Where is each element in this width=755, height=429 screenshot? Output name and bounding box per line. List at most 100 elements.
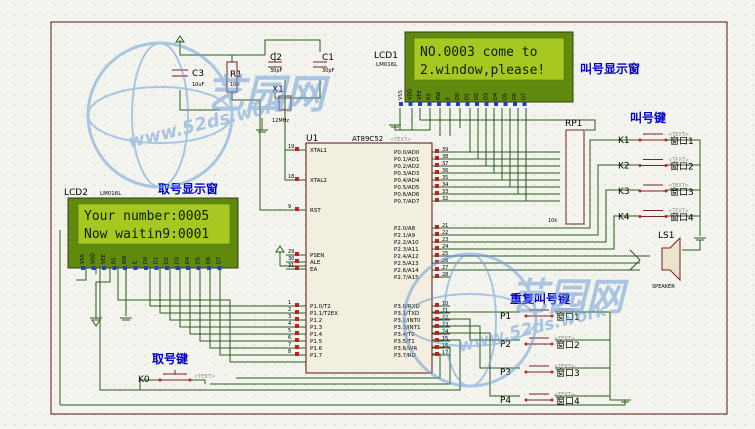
mcu-pin-marker xyxy=(295,331,299,335)
take-key-k0[interactable]: K0 <TEXT> xyxy=(138,370,215,385)
mcu-pin-marker xyxy=(435,170,439,174)
key-text-tag: <TEXT> xyxy=(668,209,689,215)
mcu-pin-name: P0.2/AD2 xyxy=(394,164,419,170)
mcu-pin-name: P2.2/A10 xyxy=(394,240,419,246)
mcu-pin-number: 4 xyxy=(288,321,291,327)
lcd-pin-label: D6 xyxy=(512,93,518,100)
mcu-pin-number: 12 xyxy=(442,315,448,321)
mcu-pin-name: P2.1/A9 xyxy=(394,233,416,239)
r1-value: 10k xyxy=(230,82,239,88)
mcu-pin-marker xyxy=(435,149,439,153)
mcu-at89c52[interactable]: U1 AT89C52 <TEXT> 19XTAL118XTAL29RST29PS… xyxy=(286,134,450,374)
key-terminal xyxy=(664,138,668,142)
resistor-r1[interactable]: R1 10k xyxy=(226,61,242,93)
mcu-pin-name: P3.2/INT0 xyxy=(394,318,421,324)
key-terminal xyxy=(524,342,528,346)
call-keys-caption: 叫号键 xyxy=(630,110,666,125)
speaker-part-name: SPEAKER xyxy=(652,284,675,290)
lcd-pin-label: RW xyxy=(122,256,128,264)
crystal-x1[interactable]: X1 12MHz xyxy=(272,85,292,124)
take-key-caption: 取号键 xyxy=(152,351,188,366)
capacitor-c2[interactable]: C2 30pF xyxy=(268,53,283,74)
mcu-pin-name: P3.6/WR xyxy=(394,346,417,352)
lcd-pin-marker xyxy=(186,266,190,270)
key-text-tag: <TEXT> xyxy=(554,308,575,314)
mcu-pin-number: 28 xyxy=(442,272,448,278)
mcu-pin-number: 1 xyxy=(288,300,291,306)
mcu-pin-marker xyxy=(435,163,439,167)
mcu-pin-marker xyxy=(435,310,439,314)
lcd1-module[interactable]: LCD1 LM016L NO.0003 come to 2.window,ple… xyxy=(374,31,640,106)
mcu-pin-name: P1.4 xyxy=(310,332,323,338)
lcd-pin-marker xyxy=(503,102,508,106)
mcu-text-tag: <TEXT> xyxy=(390,137,411,143)
mcu-pin-marker xyxy=(295,338,299,342)
mcu-pin-name: P1.6 xyxy=(310,346,323,352)
key-window-label: 窗口2 xyxy=(670,161,694,173)
lcd-pin-marker xyxy=(91,266,96,270)
rp1-value: 10k xyxy=(548,218,557,224)
lcd-pin-label: VDD xyxy=(91,253,97,264)
mcu-pin-name: P2.3/A11 xyxy=(394,247,419,253)
lcd2-ref: LCD2 xyxy=(64,188,88,198)
mcu-pin-name: P0.0/AD0 xyxy=(394,150,420,156)
mcu-pin-name: PSEN xyxy=(310,253,324,259)
key-terminal xyxy=(638,189,642,193)
key-ref: K3 xyxy=(618,187,630,197)
mcu-pin-name: P0.4/AD4 xyxy=(394,178,420,184)
key-window-label: 窗口1 xyxy=(556,311,580,323)
key-window-label: 窗口1 xyxy=(670,135,694,147)
mcu-pin-name: P0.7/AD7 xyxy=(394,199,420,205)
mcu-pin-name: XTAL2 xyxy=(310,178,327,184)
lcd-pin-marker xyxy=(144,266,148,270)
lcd-pin-label: D2 xyxy=(474,93,480,100)
lcd-pin-label: VSS xyxy=(80,254,86,264)
capacitor-c1[interactable]: C1 30pF xyxy=(313,53,335,74)
mcu-pin-name: P3.5/T1 xyxy=(394,339,415,345)
mcu-pin-number: 2 xyxy=(288,307,291,313)
lcd-pin-label: D2 xyxy=(164,257,170,264)
key-terminal xyxy=(550,314,554,318)
capacitor-c3[interactable]: C3 10uF xyxy=(172,69,205,88)
key-terminal xyxy=(550,398,554,402)
mcu-pin-marker xyxy=(435,324,439,328)
mcu-pin-marker xyxy=(295,252,299,256)
mcu-pin-marker xyxy=(295,324,299,328)
mcu-right-pins: 39P0.0/AD038P0.1/AD137P0.2/AD236P0.3/AD3… xyxy=(394,147,450,359)
key-p1[interactable]: P1 窗口1<TEXT> xyxy=(500,308,580,323)
key-terminal xyxy=(664,215,668,218)
mcu-pin-marker xyxy=(435,232,439,236)
mcu-pin-number: 8 xyxy=(288,349,291,355)
key-ref: P1 xyxy=(500,312,511,322)
rp1-ref: RP1 xyxy=(565,119,582,129)
key-ref: K4 xyxy=(618,213,630,223)
lcd-pin-marker xyxy=(465,102,470,106)
mcu-pin-name: ALE xyxy=(310,260,321,266)
mcu-pin-number: 33 xyxy=(442,189,448,195)
lcd1-line2: 2.window,please! xyxy=(420,63,545,78)
mcu-pin-name: P3.0/RXD xyxy=(394,304,420,310)
sheet-border xyxy=(50,21,728,415)
lcd2-module[interactable]: LCD2 LM016L 取号显示窗 Your number:0005 Now w… xyxy=(64,181,239,270)
mcu-pin-name: P1.2 xyxy=(310,318,322,324)
lcd-pin-marker xyxy=(175,266,180,270)
take-key-ref: K0 xyxy=(138,375,150,385)
lcd-pin-label: D3 xyxy=(175,257,181,264)
mcu-pin-number: 31 xyxy=(288,263,294,269)
lcd-pin-label: VEE xyxy=(101,254,107,264)
resistor-pack-rp1[interactable]: RP1 10k xyxy=(548,119,585,225)
mcu-pin-name: P1.3 xyxy=(310,325,323,331)
speaker-ls1[interactable]: LS1 SPEAKER xyxy=(629,231,681,290)
mcu-pin-number: 37 xyxy=(442,161,448,167)
mcu-pin-name: P0.5/AD5 xyxy=(394,185,420,191)
power-symbols xyxy=(90,35,706,403)
